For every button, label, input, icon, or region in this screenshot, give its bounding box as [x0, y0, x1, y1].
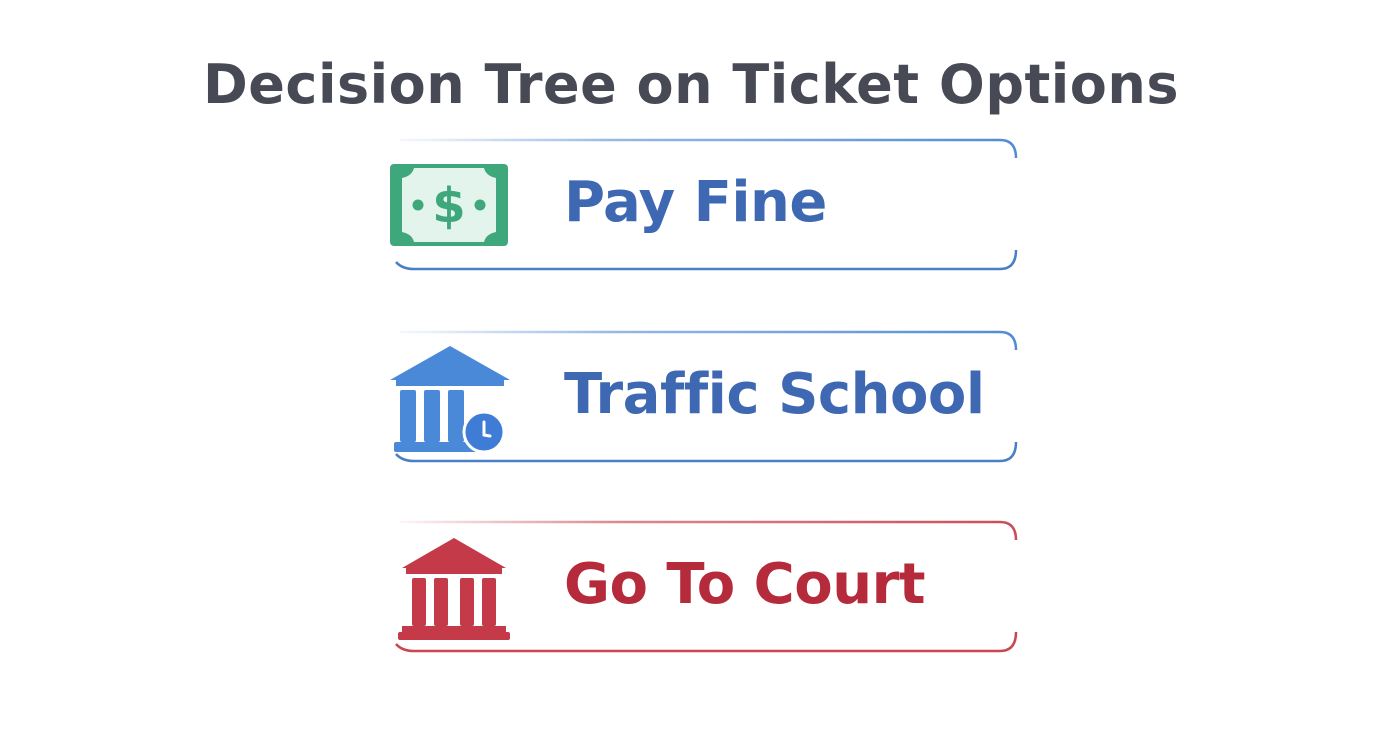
school-building-clock-icon — [390, 346, 510, 454]
option-label: Go To Court — [564, 552, 926, 617]
option-go-to-court[interactable]: Go To Court — [380, 516, 1040, 656]
option-frame — [395, 330, 1018, 463]
option-traffic-school[interactable]: Traffic School — [380, 326, 1040, 466]
page-title: Decision Tree on Ticket Options — [202, 53, 1179, 116]
svg-text:$: $ — [432, 178, 465, 234]
dollar-bill-icon: $ — [390, 164, 508, 246]
option-frame — [395, 138, 1018, 271]
option-pay-fine[interactable]: $ Pay Fine — [380, 134, 1040, 274]
courthouse-icon — [398, 538, 510, 640]
option-frame — [395, 520, 1018, 653]
option-label: Traffic School — [564, 362, 985, 427]
option-label: Pay Fine — [564, 170, 827, 235]
